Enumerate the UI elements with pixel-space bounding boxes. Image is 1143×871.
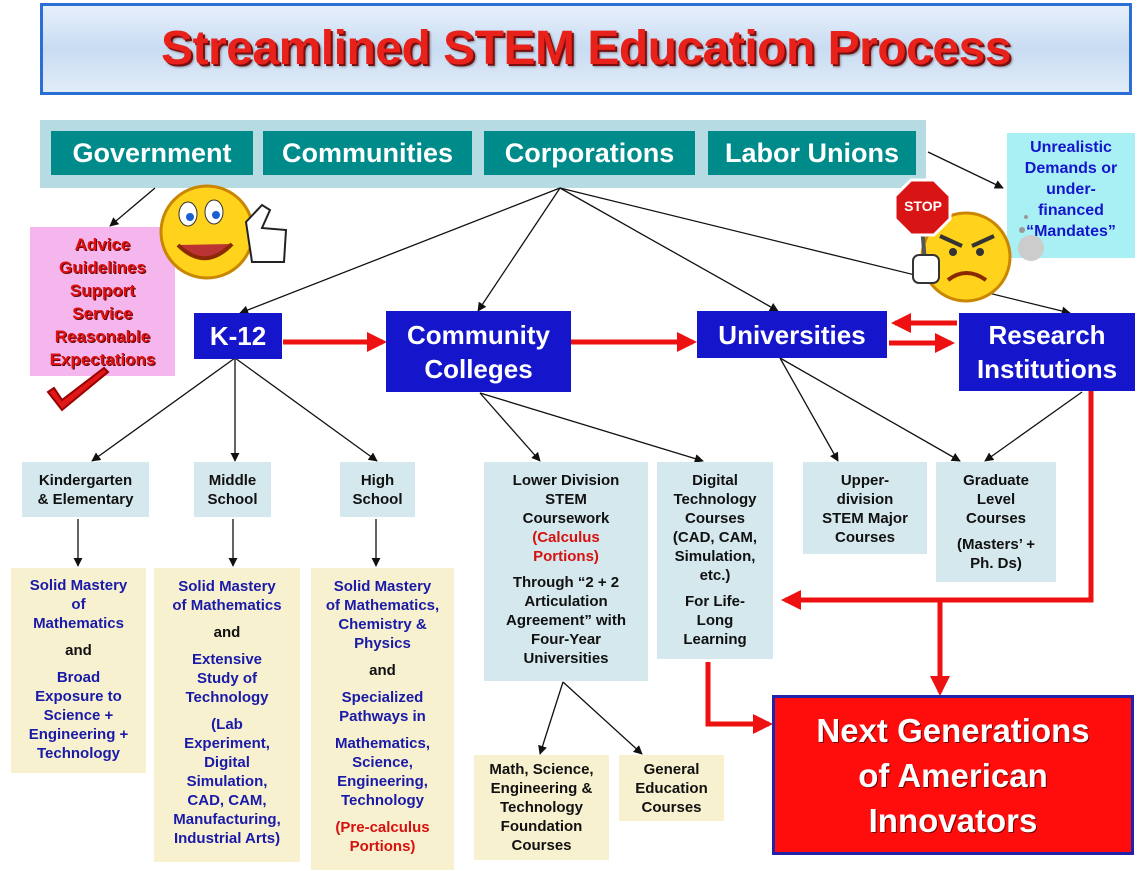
stage-kindergarten: Kindergarten& Elementary (22, 462, 149, 517)
title-banner: Streamlined STEM Education Process (40, 3, 1132, 95)
stakeholder-government: Government (51, 131, 253, 175)
stop-sign-label: STOP (904, 198, 942, 214)
level-k12: K-12 (194, 313, 282, 359)
level-universities: Universities (697, 311, 887, 358)
stakeholder-labor-unions: Labor Unions (708, 131, 916, 175)
stakeholder-corporations: Corporations (484, 131, 695, 175)
stakeholder-communities: Communities (263, 131, 472, 175)
diagram-title: Streamlined STEM Education Process (161, 22, 1011, 75)
